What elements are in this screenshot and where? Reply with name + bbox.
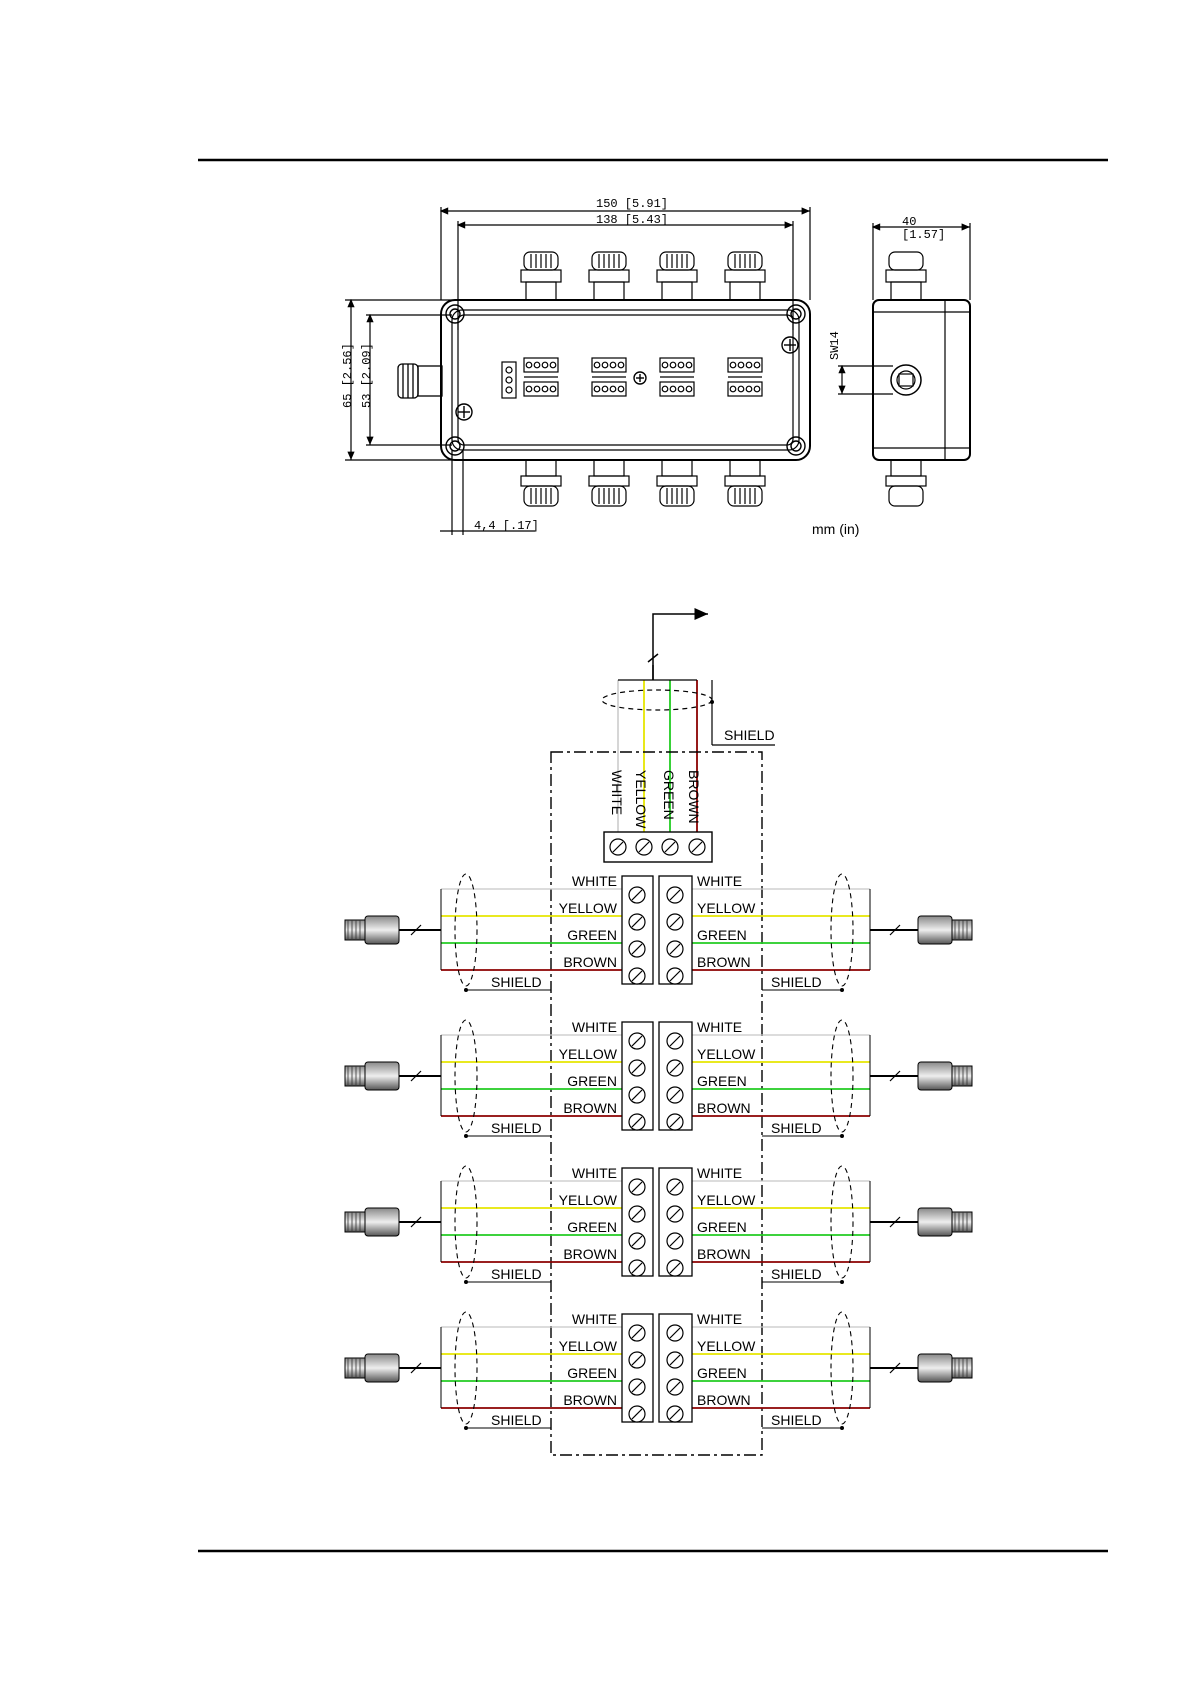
shield-right	[830, 1311, 854, 1425]
wire-label-right: GREEN	[697, 1073, 747, 1089]
wire-label-left: BROWN	[563, 1246, 617, 1262]
dimension-drawing	[345, 207, 811, 535]
bottom-gland	[656, 459, 698, 507]
shield-right	[830, 873, 854, 987]
main-wire-label: BROWN	[686, 770, 702, 824]
main-cable-arrow	[647, 608, 708, 680]
shield-label-right: SHIELD	[771, 974, 822, 990]
wire-label-right: BROWN	[697, 954, 751, 970]
shield-right	[830, 1165, 854, 1279]
housing-glands	[520, 251, 927, 507]
channel: SHIELD SHIELD WHITE WHITE YELLOW YELLOW GREEN G…	[344, 1311, 973, 1430]
wire-label-left: BROWN	[563, 1100, 617, 1116]
shield-label-left: SHIELD	[491, 1266, 542, 1282]
shield-right	[830, 1019, 854, 1133]
pcb-terminal-block	[659, 357, 695, 397]
wire-label-left: BROWN	[563, 1392, 617, 1408]
main-cable: SHIELD WHITE YELLOW GREEN BROWN	[601, 665, 775, 832]
wire-label-right: YELLOW	[697, 900, 756, 916]
shield-left	[454, 1165, 478, 1279]
dim-overall-height: 65 [2.56]	[341, 343, 355, 408]
wire-label-left: YELLOW	[559, 900, 618, 916]
wire-label-left: YELLOW	[559, 1338, 618, 1354]
main-terminal-block	[603, 831, 713, 863]
shield-label-left: SHIELD	[491, 1120, 542, 1136]
wire-label-right: YELLOW	[697, 1338, 756, 1354]
wire-label-right: WHITE	[697, 1019, 742, 1035]
shield-left	[454, 1311, 478, 1425]
dimension-labels: 150 [5.91] 138 [5.43] 65 [2.56] 53 [2.09…	[341, 197, 945, 533]
wire-label-right: BROWN	[697, 1392, 751, 1408]
wire-label-left: WHITE	[572, 1165, 617, 1181]
dim-depth-in: [1.57]	[902, 228, 945, 242]
pcb-terminal-block	[727, 357, 763, 397]
channel-wiring: SHIELD SHIELD WHITE WHITE YELLOW YELLOW GREEN G…	[344, 873, 973, 1430]
dim-overall-width: 150 [5.91]	[596, 197, 668, 211]
dim-depth: 40	[902, 215, 916, 229]
shield-label-right: SHIELD	[771, 1266, 822, 1282]
top-gland	[520, 251, 562, 301]
side-glands	[885, 251, 927, 507]
shield-label-left: SHIELD	[491, 1412, 542, 1428]
dim-hole-offset: 4,4 [.17]	[474, 519, 539, 533]
dim-wrench: SW14	[828, 331, 842, 360]
top-gland	[588, 251, 630, 301]
channel: SHIELD SHIELD WHITE WHITE YELLOW YELLOW GREEN G…	[344, 1165, 973, 1284]
top-gland	[724, 251, 766, 301]
main-shield-label: SHIELD	[724, 727, 775, 743]
wire-label-right: GREEN	[697, 1365, 747, 1381]
shield-left	[454, 873, 478, 987]
bottom-gland	[520, 459, 562, 507]
wire-label-left: WHITE	[572, 1019, 617, 1035]
shield-label-right: SHIELD	[771, 1120, 822, 1136]
wire-label-left: WHITE	[572, 1311, 617, 1327]
wire-label-right: WHITE	[697, 1311, 742, 1327]
main-wire-label: YELLOW	[633, 770, 649, 829]
wire-label-right: WHITE	[697, 1165, 742, 1181]
pcb-terminal-block	[523, 357, 559, 397]
bottom-gland	[724, 459, 766, 507]
channel: SHIELD SHIELD WHITE WHITE YELLOW YELLOW GREEN G…	[344, 1019, 973, 1138]
top-gland	[656, 251, 698, 301]
wire-label-left: GREEN	[567, 1073, 617, 1089]
wire-label-left: WHITE	[572, 873, 617, 889]
wire-label-right: GREEN	[697, 927, 747, 943]
wire-label-left: YELLOW	[559, 1046, 618, 1062]
wire-label-right: WHITE	[697, 873, 742, 889]
shield-label-left: SHIELD	[491, 974, 542, 990]
wire-label-left: GREEN	[567, 927, 617, 943]
wire-label-right: BROWN	[697, 1246, 751, 1262]
wire-label-right: YELLOW	[697, 1192, 756, 1208]
pcb-terminal-block	[591, 357, 627, 397]
dim-inner-width: 138 [5.43]	[596, 213, 668, 227]
channel: SHIELD SHIELD WHITE WHITE YELLOW YELLOW GREEN G…	[344, 873, 973, 992]
wire-label-left: YELLOW	[559, 1192, 618, 1208]
dim-inner-height: 53 [2.09]	[360, 343, 374, 408]
bottom-gland	[588, 459, 630, 507]
side-view	[838, 223, 971, 461]
units-label: mm (in)	[812, 521, 859, 537]
shield-left	[454, 1019, 478, 1133]
main-wire-label: GREEN	[661, 770, 677, 820]
wire-label-left: BROWN	[563, 954, 617, 970]
wire-label-right: GREEN	[697, 1219, 747, 1235]
wire-label-right: YELLOW	[697, 1046, 756, 1062]
junction-box-outline	[550, 751, 763, 1456]
wire-label-right: BROWN	[697, 1100, 751, 1116]
main-wire-label: WHITE	[609, 770, 625, 815]
wire-label-left: GREEN	[567, 1365, 617, 1381]
shield-label-right: SHIELD	[771, 1412, 822, 1428]
wire-label-left: GREEN	[567, 1219, 617, 1235]
